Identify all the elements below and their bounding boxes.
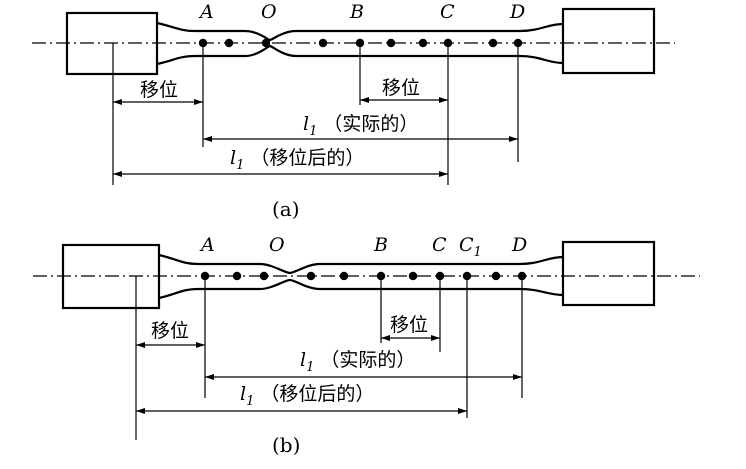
- dim-arrows: [113, 99, 203, 105]
- gauge-mark: [224, 38, 234, 48]
- gauge-mark: [232, 271, 242, 281]
- label-B: B: [349, 1, 364, 23]
- label-O: O: [269, 234, 285, 256]
- gauge-mark: [408, 271, 418, 281]
- right-grip: [561, 240, 656, 307]
- gauge-mark: [418, 38, 428, 48]
- label-D: D: [511, 234, 527, 256]
- dim-arrows: [360, 97, 448, 103]
- label-C: C: [440, 1, 455, 23]
- l1-actual-label: l1（实际的）: [300, 349, 415, 375]
- shift-label-right: 移位: [382, 77, 420, 99]
- caption-b: (b): [272, 433, 300, 457]
- label-D: D: [509, 1, 525, 23]
- right-grip: [561, 7, 656, 75]
- shift-label-left: 移位: [140, 79, 178, 101]
- specimen-outline-bottom: [156, 44, 564, 66]
- left-grip: [65, 11, 159, 76]
- gauge-mark: [261, 38, 271, 48]
- gauge-mark: [488, 38, 498, 48]
- left-grip: [61, 243, 161, 310]
- specimen-outline-top: [158, 253, 564, 275]
- gauge-mark: [259, 271, 269, 281]
- shift-label-right: 移位: [390, 314, 428, 336]
- label-A: A: [198, 1, 214, 23]
- l1-shifted-label: l1（移位后的）: [240, 383, 374, 409]
- l1-actual-label: l1（实际的）: [303, 113, 418, 139]
- label-O: O: [261, 1, 277, 23]
- label-B: B: [373, 234, 388, 256]
- specimen-outline-top: [156, 21, 564, 42]
- gauge-mark: [386, 38, 396, 48]
- l1-shifted-label: l1（移位后的）: [230, 147, 364, 173]
- caption-a: (a): [272, 197, 300, 221]
- panel-a: A O B C D 移位 移位 l1（实际的） l1（移位后的） (a): [32, 1, 675, 221]
- gauge-mark: [318, 38, 328, 48]
- specimen-outline-bottom: [158, 278, 564, 300]
- gauge-mark: [306, 271, 316, 281]
- shift-label-left: 移位: [151, 320, 189, 342]
- panel-b: A O B C C1 D 移位 移位 l1（实际的） l1（移位后的） (b): [33, 234, 700, 457]
- label-C: C: [432, 234, 447, 256]
- gauge-mark: [491, 271, 501, 281]
- label-C1: C1: [459, 234, 482, 260]
- label-A: A: [199, 234, 215, 256]
- gauge-mark: [339, 271, 349, 281]
